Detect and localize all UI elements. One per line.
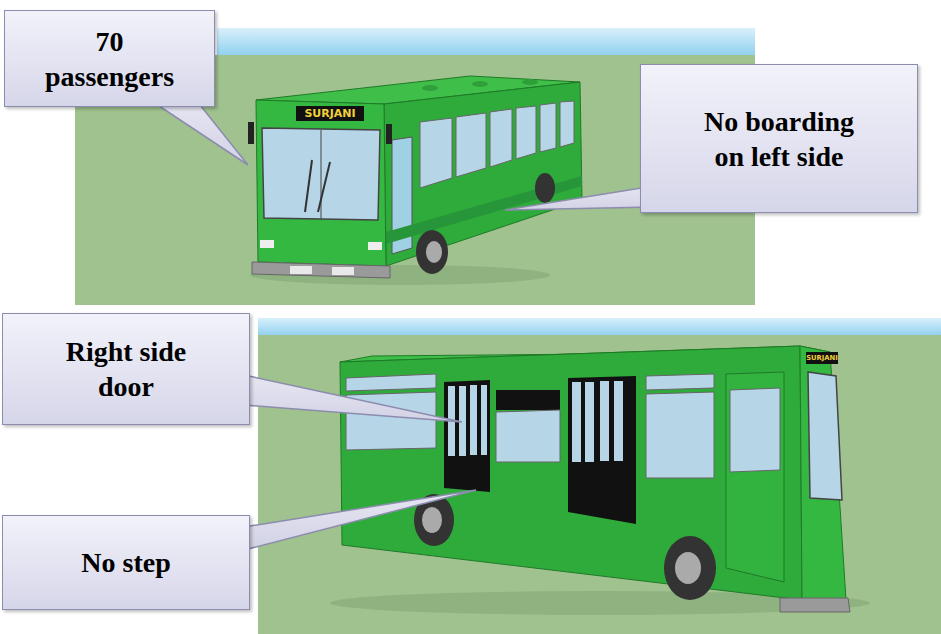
callout-tail — [244, 490, 476, 550]
bus-front-view — [248, 76, 582, 285]
callout-box: No boarding on left side — [640, 64, 918, 213]
callout-text: 70 passengers — [30, 24, 190, 94]
callout-box: No step — [2, 515, 250, 610]
callout-tail — [244, 375, 462, 422]
ground — [258, 335, 941, 634]
callout-box: Right side door — [2, 313, 250, 425]
sky-band — [217, 28, 755, 56]
bus-side-view — [330, 346, 870, 615]
destination-sign: SURJANI — [806, 352, 838, 364]
destination-sign: SURJANI — [296, 106, 364, 121]
callout-text: No boarding on left side — [693, 104, 865, 174]
callout-text: Right side door — [44, 334, 209, 404]
sky-band — [258, 318, 941, 336]
callout-text: No step — [81, 545, 170, 580]
callout-tail — [150, 100, 248, 165]
callout-box: 70 passengers — [4, 10, 215, 107]
